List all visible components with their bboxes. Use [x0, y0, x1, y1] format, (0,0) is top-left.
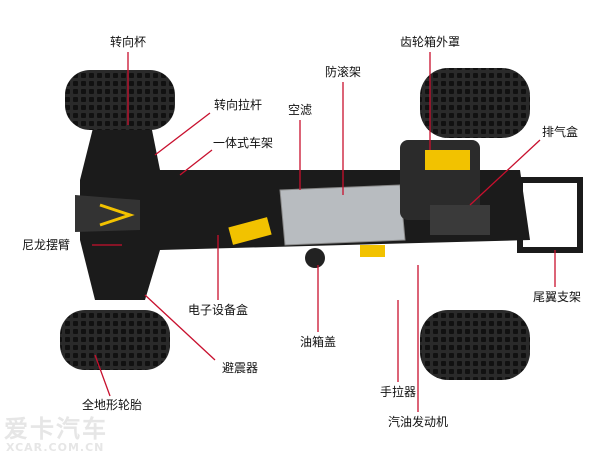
label-exhaust-box: 排气盒	[541, 125, 579, 139]
label-steering-cup: 转向杯	[109, 35, 147, 49]
label-nylon-arm: 尼龙摆臂	[21, 238, 71, 252]
label-shock-absorber: 避震器	[221, 361, 259, 375]
label-gearbox-cover: 齿轮箱外罩	[399, 35, 461, 49]
label-wing-mount: 尾翼支架	[532, 290, 582, 304]
watermark-logo: 爱卡汽车	[4, 415, 108, 443]
skid-plate	[279, 184, 406, 246]
front-right-wheel	[60, 310, 170, 370]
rear-right-wheel	[420, 310, 530, 380]
label-electronics-box: 电子设备盒	[187, 303, 249, 317]
label-all-terrain-tire: 全地形轮胎	[81, 398, 143, 412]
front-left-wheel	[65, 70, 175, 130]
warning-sticker	[228, 217, 272, 245]
fuel-cap-shape	[305, 248, 325, 268]
leader-lines	[92, 52, 556, 412]
engine	[360, 140, 490, 257]
label-air-filter: 空滤	[287, 103, 313, 117]
rear-left-wheel	[420, 68, 530, 138]
label-fuel-cap: 油箱盖	[299, 335, 337, 349]
label-pull-starter: 手拉器	[379, 385, 417, 399]
label-roll-cage: 防滚架	[324, 65, 362, 79]
label-gas-engine: 汽油发动机	[387, 415, 449, 429]
label-tie-rod: 转向拉杆	[213, 98, 263, 112]
label-chassis: 一体式车架	[212, 136, 274, 150]
watermark-url: XCAR.COM.CN	[6, 441, 105, 454]
